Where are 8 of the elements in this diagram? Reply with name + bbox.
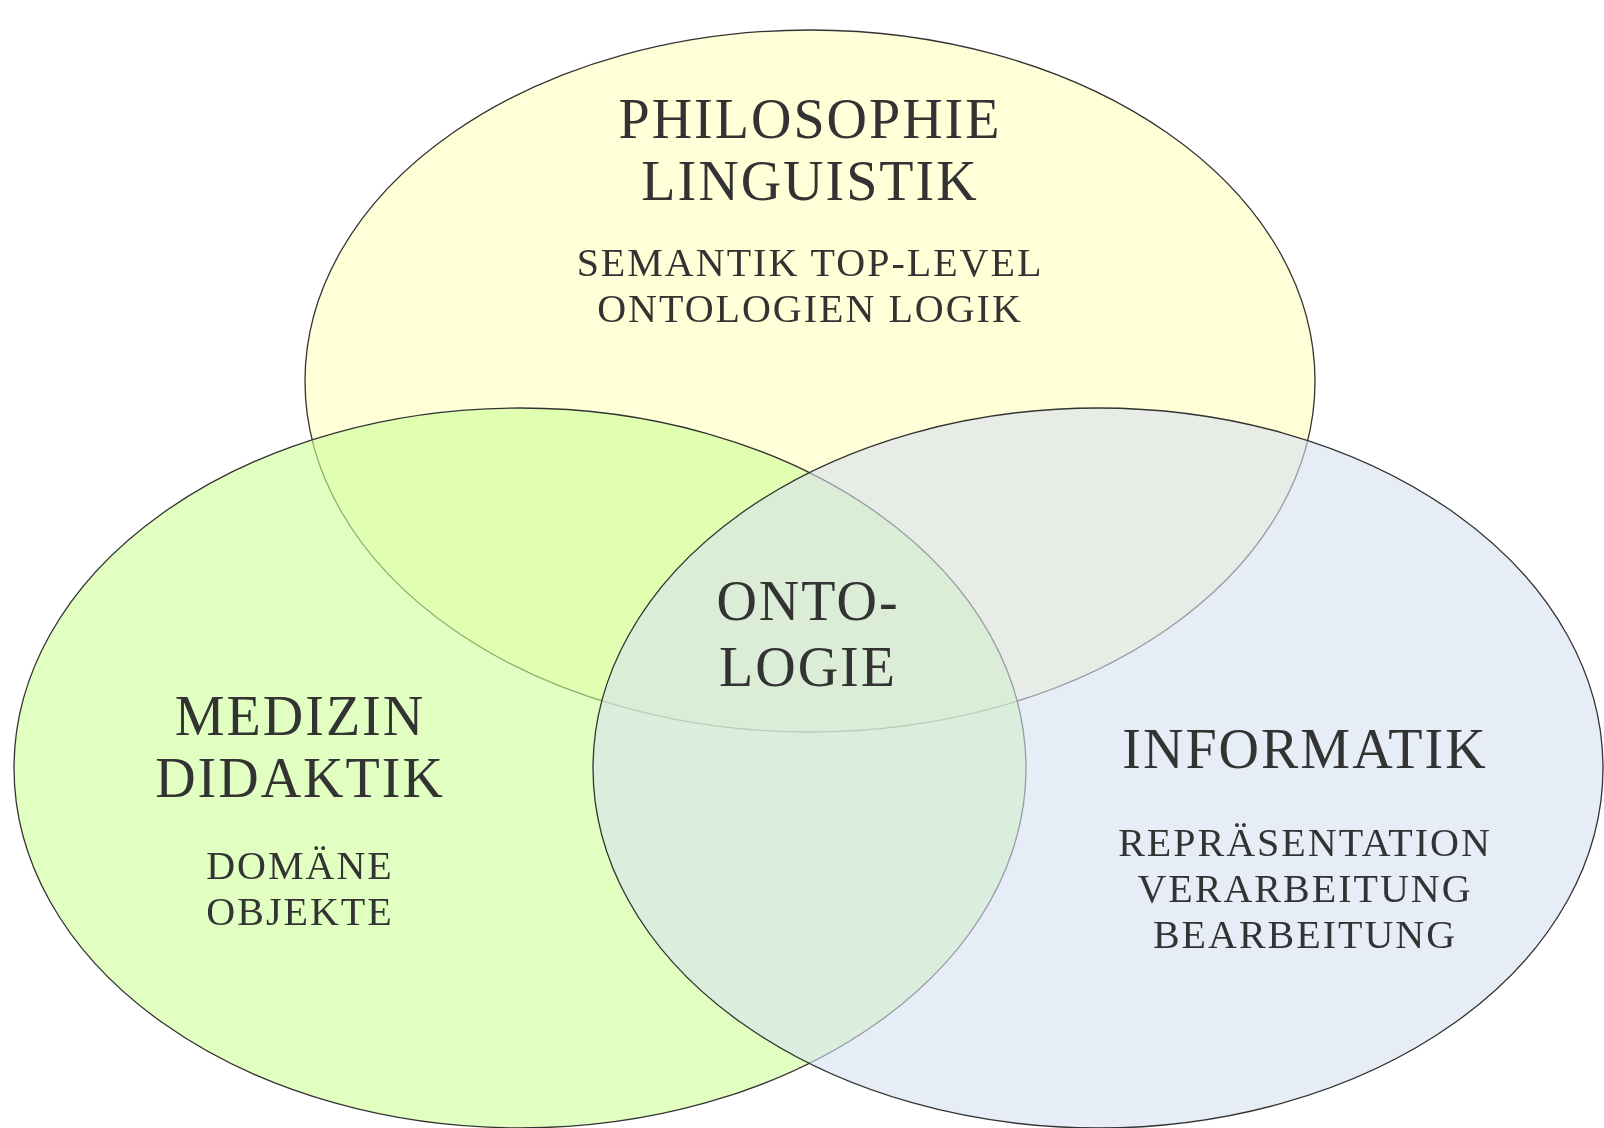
heading: MEDIZIN DIDAKTIK xyxy=(154,685,446,809)
heading: PHILOSOPHIE LINGUISTIK xyxy=(617,88,1003,212)
body-text: DOMÄNE OBJEKTE xyxy=(205,843,395,935)
body-text: REPRÄSENTATION VERARBEITUNG BEARBEITUNG xyxy=(1117,820,1493,958)
center-label: ONTO- LOGIE xyxy=(715,569,901,700)
venn-circle xyxy=(591,406,1604,1128)
body-text: SEMANTIK TOP-LEVEL ONTOLOGIEN LOGIK xyxy=(575,240,1045,332)
heading: INFORMATIK xyxy=(1121,718,1489,780)
